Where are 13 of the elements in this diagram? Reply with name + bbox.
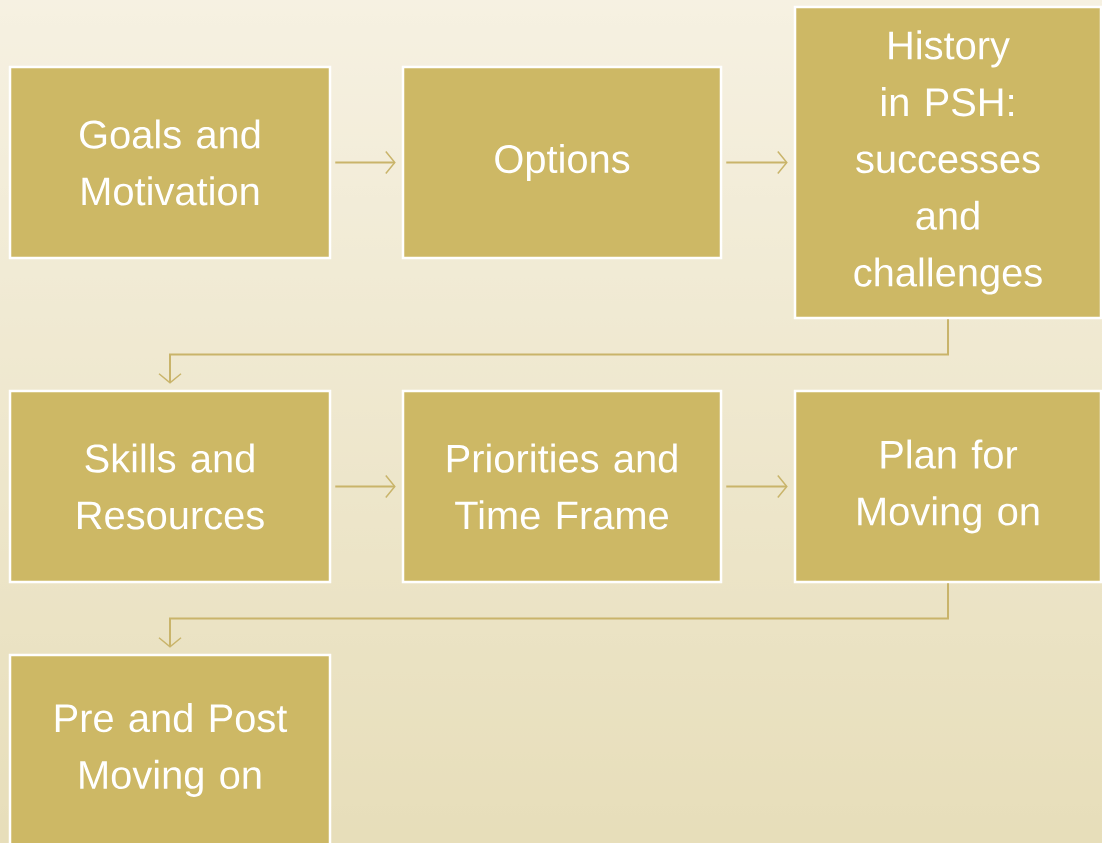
process-box: Priorities and Time Frame	[401, 389, 723, 584]
process-box: Pre and Post Moving on	[8, 653, 332, 843]
arrow	[158, 318, 949, 384]
arrow	[334, 474, 396, 499]
arrow	[334, 150, 396, 175]
process-box: History in PSH: successes and challenges	[793, 5, 1102, 320]
arrow	[725, 150, 788, 175]
process-box: Goals and Motivation	[8, 65, 332, 260]
process-box: Skills and Resources	[8, 389, 332, 584]
arrow	[725, 474, 788, 499]
process-box: Options	[401, 65, 723, 260]
arrow	[158, 582, 949, 648]
process-box: Plan for Moving on	[793, 389, 1102, 584]
